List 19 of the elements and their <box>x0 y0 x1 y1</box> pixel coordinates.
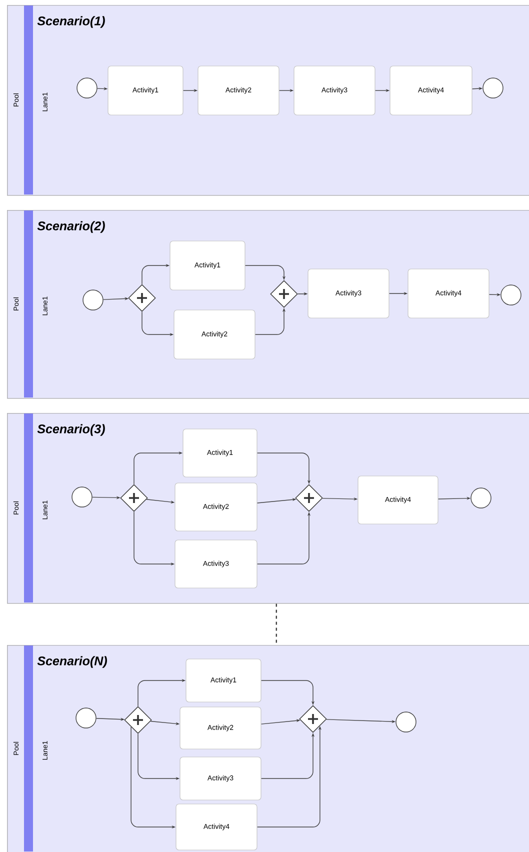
event-circle <box>470 488 492 508</box>
event-circle <box>482 78 504 98</box>
gateway-diamond <box>120 484 148 512</box>
gateway-diamond <box>124 706 152 734</box>
gateway-diamond <box>295 484 323 512</box>
event-circle <box>72 486 92 508</box>
scenario-title: Scenario(1) <box>37 16 105 28</box>
gateway-diamond <box>270 280 298 308</box>
event-circle <box>396 712 416 732</box>
scenario-title: Scenario(N) <box>37 656 107 668</box>
scenario-title: Scenario(3) <box>37 424 105 436</box>
event-circle <box>500 284 522 306</box>
ellipsis-line <box>276 604 277 645</box>
event-circle <box>76 78 98 98</box>
event-circle <box>76 708 96 728</box>
scenario-title: Scenario(2) <box>37 221 105 233</box>
event-circle <box>82 290 104 310</box>
gateway-diamond <box>128 284 156 312</box>
gateway-diamond <box>299 705 327 733</box>
